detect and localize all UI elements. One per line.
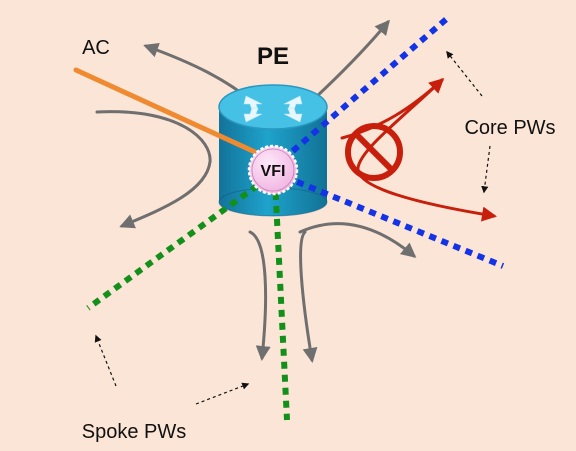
core-pws-pointer-down <box>481 145 491 194</box>
spoke-pws-pointer-left <box>94 334 117 387</box>
core-pws-label: Core PWs <box>464 117 555 139</box>
pe-label: PE <box>257 43 289 70</box>
flow-arrow-bottom-left <box>248 230 271 361</box>
spoke-pw-line-down <box>272 179 290 421</box>
flow-arrow-bottom-center <box>299 230 318 363</box>
no-entry-icon <box>345 123 403 181</box>
core-pws-pointer-up <box>446 50 483 97</box>
core-pw-line-lower <box>271 169 505 269</box>
spoke-pws <box>86 175 290 421</box>
spoke-pws-pointers <box>94 334 250 405</box>
flow-arrow-left-loop <box>95 110 212 229</box>
router-top-arrows <box>243 95 303 123</box>
blocked-core-forwarding <box>340 77 497 222</box>
ac-line <box>73 67 271 161</box>
traffic-arrows <box>95 19 417 363</box>
flow-arrow-top-right <box>313 19 390 100</box>
ac-label: AC <box>82 37 110 59</box>
vfi-label: VFI <box>261 163 286 180</box>
spoke-pw-line-left <box>86 175 270 311</box>
core-pws <box>271 13 505 269</box>
flow-arrow-bottom-right <box>298 222 417 258</box>
spoke-pws-label: Spoke PWs <box>82 421 186 443</box>
core-pws-pointers <box>446 50 491 194</box>
red-arrow-loop-down <box>356 78 497 222</box>
spoke-pws-pointer-right <box>195 382 250 405</box>
vfi-node: VFI <box>247 144 299 196</box>
